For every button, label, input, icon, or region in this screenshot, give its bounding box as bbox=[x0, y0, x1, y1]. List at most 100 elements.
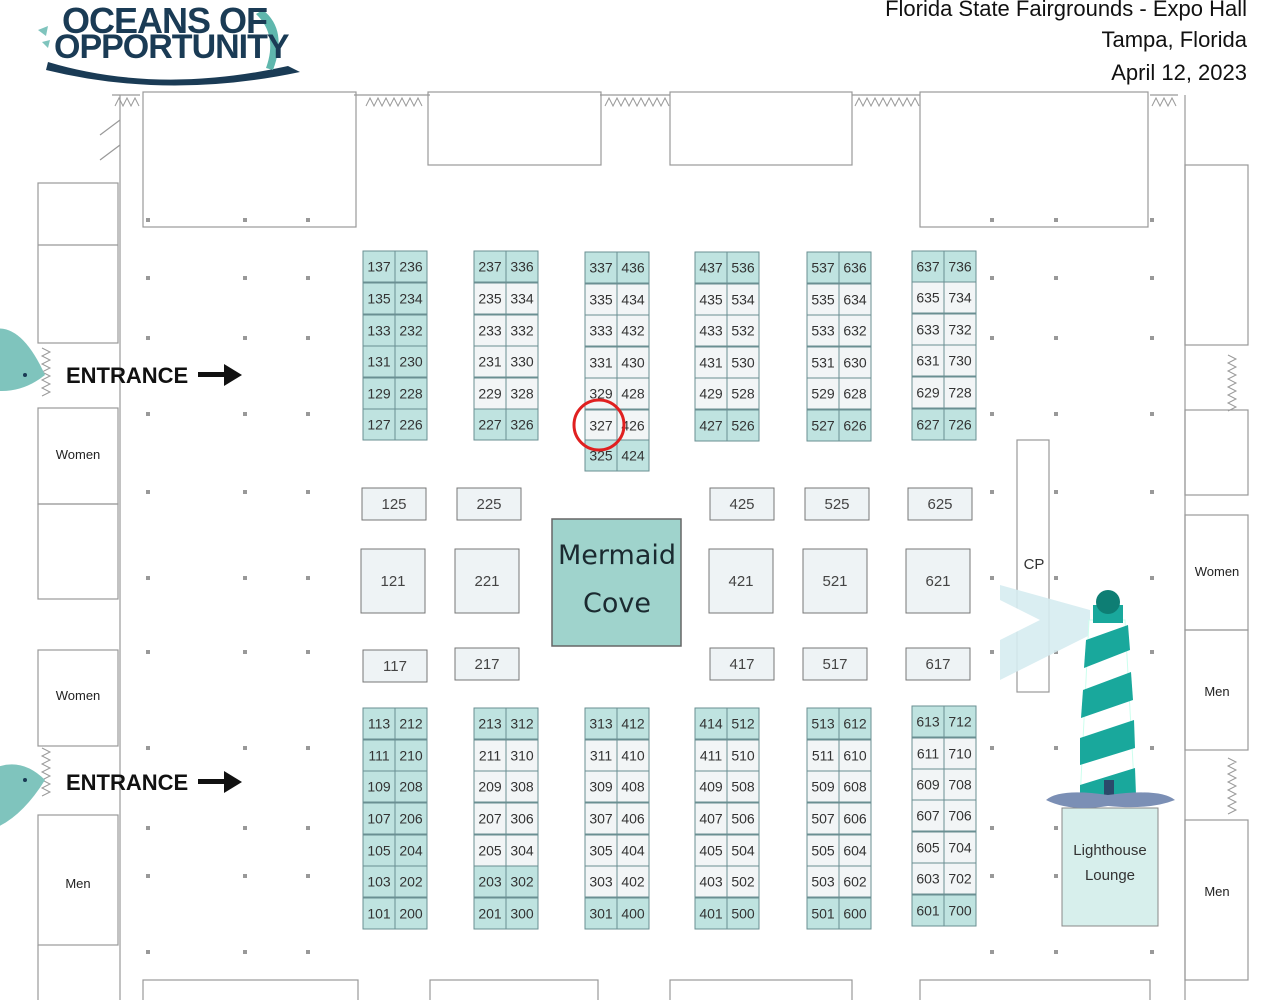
booth-328[interactable] bbox=[505, 377, 539, 410]
booth-336[interactable] bbox=[505, 250, 539, 283]
booth-133[interactable] bbox=[362, 314, 396, 347]
booth-210[interactable] bbox=[394, 739, 428, 772]
booth-726[interactable] bbox=[943, 408, 977, 441]
booth-601[interactable] bbox=[911, 894, 945, 927]
booth-408[interactable] bbox=[616, 770, 650, 803]
booth-510[interactable] bbox=[726, 739, 760, 772]
booth-525[interactable] bbox=[804, 487, 870, 521]
booth-400[interactable] bbox=[616, 897, 650, 930]
booth-414[interactable] bbox=[694, 707, 728, 740]
booth-302[interactable] bbox=[505, 865, 539, 898]
mermaid-cove-area[interactable] bbox=[551, 518, 682, 647]
booth-417[interactable] bbox=[709, 647, 775, 681]
booth-428[interactable] bbox=[616, 377, 650, 410]
booth-712[interactable] bbox=[943, 705, 977, 738]
booth-237[interactable] bbox=[473, 250, 507, 283]
booth-512[interactable] bbox=[726, 707, 760, 740]
booth-111[interactable] bbox=[362, 739, 396, 772]
booth-206[interactable] bbox=[394, 802, 428, 835]
booth-209[interactable] bbox=[473, 770, 507, 803]
booth-627[interactable] bbox=[911, 408, 945, 441]
booth-706[interactable] bbox=[943, 799, 977, 832]
booth-536[interactable] bbox=[726, 251, 760, 284]
booth-203[interactable] bbox=[473, 865, 507, 898]
booth-531[interactable] bbox=[806, 346, 840, 379]
booth-534[interactable] bbox=[726, 283, 760, 316]
booth-309[interactable] bbox=[584, 770, 618, 803]
booth-611[interactable] bbox=[911, 737, 945, 770]
booth-121[interactable] bbox=[360, 548, 426, 614]
booth-103[interactable] bbox=[362, 865, 396, 898]
booth-537[interactable] bbox=[806, 251, 840, 284]
booth-617[interactable] bbox=[905, 647, 971, 681]
booth-135[interactable] bbox=[362, 282, 396, 315]
booth-529[interactable] bbox=[806, 377, 840, 410]
booth-602[interactable] bbox=[838, 865, 872, 898]
booth-734[interactable] bbox=[943, 281, 977, 314]
booth-411[interactable] bbox=[694, 739, 728, 772]
booth-430[interactable] bbox=[616, 346, 650, 379]
booth-300[interactable] bbox=[505, 897, 539, 930]
booth-606[interactable] bbox=[838, 802, 872, 835]
booth-236[interactable] bbox=[394, 250, 428, 283]
booth-202[interactable] bbox=[394, 865, 428, 898]
booth-533[interactable] bbox=[806, 314, 840, 347]
booth-330[interactable] bbox=[505, 345, 539, 378]
booth-401[interactable] bbox=[694, 897, 728, 930]
booth-407[interactable] bbox=[694, 802, 728, 835]
booth-527[interactable] bbox=[806, 409, 840, 442]
booth-507[interactable] bbox=[806, 802, 840, 835]
booth-200[interactable] bbox=[394, 897, 428, 930]
booth-504[interactable] bbox=[726, 834, 760, 867]
booth-626[interactable] bbox=[838, 409, 872, 442]
booth-628[interactable] bbox=[838, 377, 872, 410]
booth-403[interactable] bbox=[694, 865, 728, 898]
booth-234[interactable] bbox=[394, 282, 428, 315]
booth-704[interactable] bbox=[943, 831, 977, 864]
booth-736[interactable] bbox=[943, 250, 977, 283]
booth-404[interactable] bbox=[616, 834, 650, 867]
booth-600[interactable] bbox=[838, 897, 872, 930]
booth-433[interactable] bbox=[694, 314, 728, 347]
booth-228[interactable] bbox=[394, 377, 428, 410]
booth-432[interactable] bbox=[616, 314, 650, 347]
booth-204[interactable] bbox=[394, 834, 428, 867]
booth-607[interactable] bbox=[911, 799, 945, 832]
booth-508[interactable] bbox=[726, 770, 760, 803]
booth-337[interactable] bbox=[584, 251, 618, 284]
booth-301[interactable] bbox=[584, 897, 618, 930]
booth-213[interactable] bbox=[473, 707, 507, 740]
booth-409[interactable] bbox=[694, 770, 728, 803]
booth-227[interactable] bbox=[473, 408, 507, 441]
booth-631[interactable] bbox=[911, 344, 945, 377]
booth-629[interactable] bbox=[911, 376, 945, 409]
booth-410[interactable] bbox=[616, 739, 650, 772]
booth-212[interactable] bbox=[394, 707, 428, 740]
booth-421[interactable] bbox=[708, 548, 774, 614]
booth-621[interactable] bbox=[905, 548, 971, 614]
booth-425[interactable] bbox=[709, 487, 775, 521]
booth-229[interactable] bbox=[473, 377, 507, 410]
booth-429[interactable] bbox=[694, 377, 728, 410]
booth-637[interactable] bbox=[911, 250, 945, 283]
booth-625[interactable] bbox=[907, 487, 973, 521]
booth-517[interactable] bbox=[802, 647, 868, 681]
entrance-label-lower[interactable]: ENTRANCE bbox=[66, 770, 189, 795]
booth-412[interactable] bbox=[616, 707, 650, 740]
booth-217[interactable] bbox=[454, 647, 520, 681]
booth-635[interactable] bbox=[911, 281, 945, 314]
booth-406[interactable] bbox=[616, 802, 650, 835]
booth-125[interactable] bbox=[361, 487, 427, 521]
booth-326[interactable] bbox=[505, 408, 539, 441]
booth-233[interactable] bbox=[473, 314, 507, 347]
booth-310[interactable] bbox=[505, 739, 539, 772]
booth-427[interactable] bbox=[694, 409, 728, 442]
booth-230[interactable] bbox=[394, 345, 428, 378]
booth-327[interactable] bbox=[584, 409, 618, 442]
booth-505[interactable] bbox=[806, 834, 840, 867]
booth-306[interactable] bbox=[505, 802, 539, 835]
booth-528[interactable] bbox=[726, 377, 760, 410]
booth-500[interactable] bbox=[726, 897, 760, 930]
booth-632[interactable] bbox=[838, 314, 872, 347]
booth-437[interactable] bbox=[694, 251, 728, 284]
